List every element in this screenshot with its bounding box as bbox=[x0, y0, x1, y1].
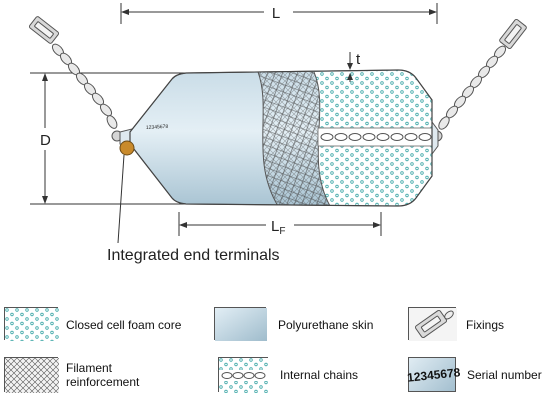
filament-swatch bbox=[4, 357, 59, 393]
dimension-length bbox=[120, 3, 438, 24]
dimension-diameter-label: D bbox=[40, 132, 51, 149]
dimension-thickness-label: t bbox=[356, 51, 361, 68]
internal-chain bbox=[317, 127, 432, 147]
serial-swatch-text: 12345678 bbox=[406, 365, 461, 385]
dimension-length-f-label: LF bbox=[271, 218, 285, 237]
serial-number-legend-label: Serial number bbox=[467, 368, 542, 382]
internal-chains-legend-label: Internal chains bbox=[280, 368, 359, 382]
filament-legend-line2: reinforcement bbox=[66, 375, 140, 389]
polyurethane-skin-swatch bbox=[214, 307, 267, 341]
callout-leader bbox=[117, 154, 125, 244]
polyurethane-skin-legend-label: Polyurethane skin bbox=[278, 318, 374, 332]
filament-legend-line1: Filament bbox=[66, 361, 113, 375]
fender-body bbox=[129, 69, 433, 207]
right-end-terminal bbox=[431, 120, 439, 156]
fixing-icon bbox=[409, 308, 457, 341]
end-terminal-marker bbox=[119, 140, 135, 156]
serial-number-swatch: 12345678 bbox=[406, 357, 461, 392]
right-chain bbox=[431, 18, 527, 142]
filament-legend-label: Filament reinforcement bbox=[66, 361, 139, 389]
left-chain bbox=[28, 16, 123, 142]
fixings-legend-label: Fixings bbox=[466, 318, 505, 332]
internal-chains-swatch bbox=[218, 357, 269, 393]
dimension-thickness bbox=[347, 52, 353, 82]
dimension-length-f bbox=[178, 212, 382, 236]
integrated-end-terminals-label: Integrated end terminals bbox=[107, 247, 280, 264]
fixings-swatch bbox=[408, 307, 457, 341]
terminal-serial-number: 12345678 bbox=[146, 124, 169, 131]
foam-core-swatch bbox=[4, 307, 59, 341]
dimension-length-label: L bbox=[272, 5, 280, 22]
foam-core-legend-label: Closed cell foam core bbox=[66, 318, 182, 332]
dimension-diameter bbox=[30, 72, 185, 205]
